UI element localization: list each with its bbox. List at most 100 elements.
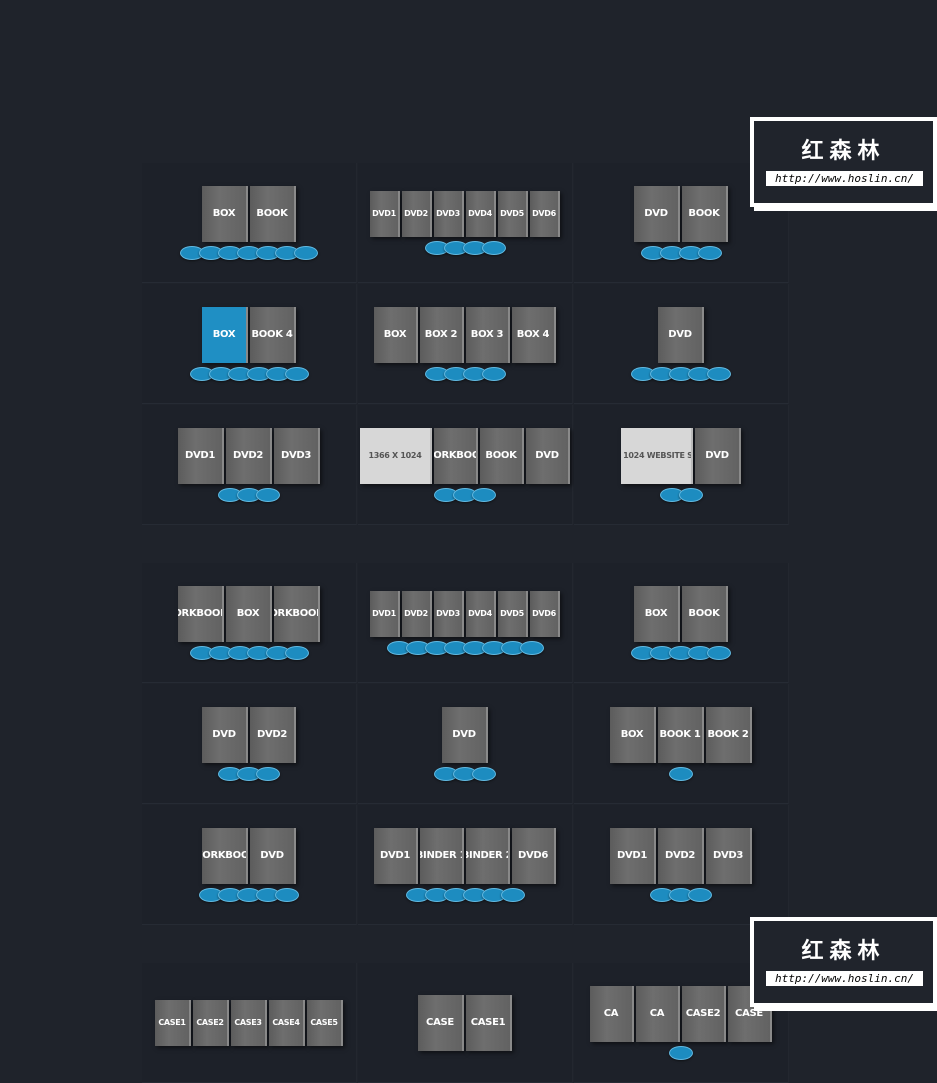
disc-icon — [707, 366, 731, 381]
mockup-boxes: 1366 X 1024WORKBOOKBOOKDVD — [360, 427, 570, 484]
mockup-box-label: BOX — [374, 306, 418, 363]
mockup-box-label: BOX — [202, 185, 248, 242]
disc-icon — [284, 366, 309, 381]
disc-icon — [678, 487, 703, 502]
disc-group — [424, 240, 506, 255]
disc-icon — [256, 487, 280, 502]
mockup-box-label: DVD3 — [434, 590, 464, 637]
mockup-box-label: BOOK — [682, 185, 728, 242]
mockup-box-label: CASE3 — [231, 999, 267, 1046]
gallery-panel-2: WORKBOOK 1BOXWORKBOOK 2 DVD1DVD2DVD3DVD4D… — [142, 563, 789, 925]
mockup-box-label: DVD — [658, 306, 704, 363]
disc-icon — [519, 640, 544, 655]
disc-group — [189, 645, 309, 660]
mockup-box-label: 1366 X 1024 — [360, 427, 432, 484]
watermark-url: http://www.hoslin.cn/ — [766, 171, 923, 186]
mockup-thumbnail[interactable]: DVD1BINDER 1BINDER 2DVD6 — [358, 805, 573, 925]
mockup-box-label: BOOK — [682, 585, 728, 642]
disc-group — [650, 887, 712, 902]
mockup-box-label: CASE — [418, 994, 464, 1051]
mockup-boxes: WORKBOOKDVD — [202, 827, 296, 884]
mockup-thumbnail[interactable]: WORKBOOK 1BOXWORKBOOK 2 — [142, 563, 357, 683]
disc-icon — [284, 645, 309, 660]
disc-icon — [669, 1045, 693, 1060]
mockup-box-label: CA — [636, 985, 680, 1042]
mockup-boxes: DVD — [442, 706, 488, 763]
mockup-box-label: BOX — [202, 306, 248, 363]
mockup-box-label: 1366 X 1024 WEBSITE SCREEN — [621, 427, 693, 484]
disc-group — [434, 487, 496, 502]
mockup-box-label: WORKBOOK 2 — [274, 585, 320, 642]
mockup-box-label: DVD2 — [226, 427, 272, 484]
mockup-box-label: BINDER 2 — [466, 827, 510, 884]
mockup-box-label: DVD6 — [530, 590, 560, 637]
mockup-thumbnail[interactable]: 1366 X 1024 WEBSITE SCREENDVD — [574, 405, 789, 525]
mockup-box-label: BOX 4 — [512, 306, 556, 363]
mockup-box-label: DVD4 — [466, 190, 496, 237]
disc-group — [189, 366, 309, 381]
mockup-box-label: DVD — [250, 827, 296, 884]
mockup-thumbnail[interactable]: 1366 X 1024WORKBOOKBOOKDVD — [358, 405, 573, 525]
mockup-box-label: BINDER 1 — [420, 827, 464, 884]
mockup-thumbnail[interactable]: DVD — [574, 284, 789, 404]
disc-icon — [481, 366, 506, 381]
disc-icon — [472, 766, 496, 781]
mockup-box-label: DVD1 — [610, 827, 656, 884]
mockup-box-label: DVD1 — [374, 827, 418, 884]
mockup-box-label: BOOK — [250, 185, 296, 242]
mockup-boxes: 1366 X 1024 WEBSITE SCREENDVD — [621, 427, 741, 484]
mockup-box-label: DVD1 — [178, 427, 224, 484]
mockup-boxes: DVD1BINDER 1BINDER 2DVD6 — [374, 827, 556, 884]
mockup-thumbnail[interactable]: WORKBOOKDVD — [142, 805, 357, 925]
mockup-boxes: WORKBOOK 1BOXWORKBOOK 2 — [178, 585, 320, 642]
mockup-box-label: DVD1 — [370, 190, 400, 237]
disc-icon — [472, 487, 496, 502]
disc-icon — [275, 887, 299, 902]
disc-icon — [697, 245, 722, 260]
mockup-box-label: BOX 2 — [420, 306, 464, 363]
mockup-box-label: DVD5 — [498, 590, 528, 637]
watermark-logo: 红森林 http://www.hoslin.cn/ — [750, 117, 937, 207]
mockup-box-label: CASE1 — [466, 994, 512, 1051]
mockup-box-label: DVD — [442, 706, 488, 763]
mockup-box-label: BOOK 1 — [658, 706, 704, 763]
mockup-box-label: DVD2 — [402, 190, 432, 237]
disc-group — [659, 487, 703, 502]
mockup-box-label: DVD6 — [512, 827, 556, 884]
disc-group — [669, 1045, 693, 1060]
watermark-title: 红森林 — [801, 939, 886, 964]
mockup-box-label: BOOK — [480, 427, 524, 484]
disc-group — [199, 887, 299, 902]
mockup-thumbnail[interactable]: DVD — [358, 684, 573, 804]
mockup-box-label: DVD3 — [434, 190, 464, 237]
watermark-url: http://www.hoslin.cn/ — [766, 971, 923, 986]
disc-icon — [256, 766, 280, 781]
mockup-box-label: DVD3 — [706, 827, 752, 884]
mockup-box-label: DVD2 — [250, 706, 296, 763]
mockup-box-label: DVD5 — [498, 190, 528, 237]
disc-group — [386, 640, 544, 655]
mockup-box-label: BOX — [610, 706, 656, 763]
